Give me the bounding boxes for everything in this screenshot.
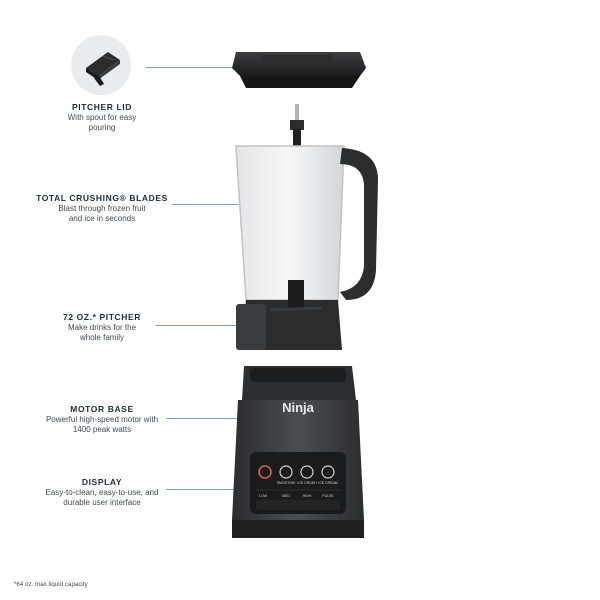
leader-line-display bbox=[166, 489, 252, 490]
speed-button-label: PULSE bbox=[322, 494, 334, 498]
leader-line-blades bbox=[172, 204, 276, 205]
callout-pitcher: 72 OZ.* PITCHER Make drinks for the whol… bbox=[52, 312, 152, 343]
pitcher-lid-detail-icon bbox=[71, 35, 131, 95]
program-button-label: ICE CRUSH bbox=[297, 481, 317, 485]
program-button-label: SMOOTHIE bbox=[277, 481, 296, 485]
callout-pitcher-lid: PITCHER LID With spout for easy pouring bbox=[58, 102, 146, 133]
leader-line-lid bbox=[146, 67, 234, 68]
footnote: *64 oz. max liquid capacity bbox=[14, 582, 88, 588]
speed-button-label: LOW bbox=[259, 494, 268, 498]
motor-base bbox=[232, 366, 364, 538]
callout-display: DISPLAY Easy-to-clean, easy-to-use, and … bbox=[36, 477, 168, 508]
program-button-label: ICE CREAM bbox=[318, 481, 338, 485]
callout-title: 72 OZ.* PITCHER bbox=[63, 312, 141, 322]
callout-title: MOTOR BASE bbox=[70, 404, 134, 414]
leader-line-motor-base bbox=[166, 418, 238, 419]
brand-logo: Ninja bbox=[282, 400, 315, 415]
callout-title: PITCHER LID bbox=[72, 102, 132, 112]
callout-motor-base: MOTOR BASE Powerful high-speed motor wit… bbox=[40, 404, 164, 435]
leader-line-pitcher bbox=[156, 325, 248, 326]
callout-blades: TOTAL CRUSHING® BLADES Blast through fro… bbox=[36, 193, 168, 224]
callout-description: Make drinks for the whole family bbox=[67, 323, 137, 342]
callout-description: Easy-to-clean, easy-to-use, and durable … bbox=[45, 488, 159, 507]
pitcher-lid bbox=[232, 52, 366, 88]
callout-description: Blast through frozen fruit and ice in se… bbox=[58, 204, 146, 223]
speed-button-label: MED bbox=[282, 494, 290, 498]
callout-description: Powerful high-speed motor with 1400 peak… bbox=[45, 415, 159, 434]
callout-description: With spout for easy pouring bbox=[67, 113, 137, 132]
callout-title: TOTAL CRUSHING® BLADES bbox=[36, 193, 168, 203]
pitcher-jar bbox=[235, 145, 378, 350]
speed-button-label: HIGH bbox=[303, 494, 312, 498]
callout-title: DISPLAY bbox=[81, 477, 123, 487]
